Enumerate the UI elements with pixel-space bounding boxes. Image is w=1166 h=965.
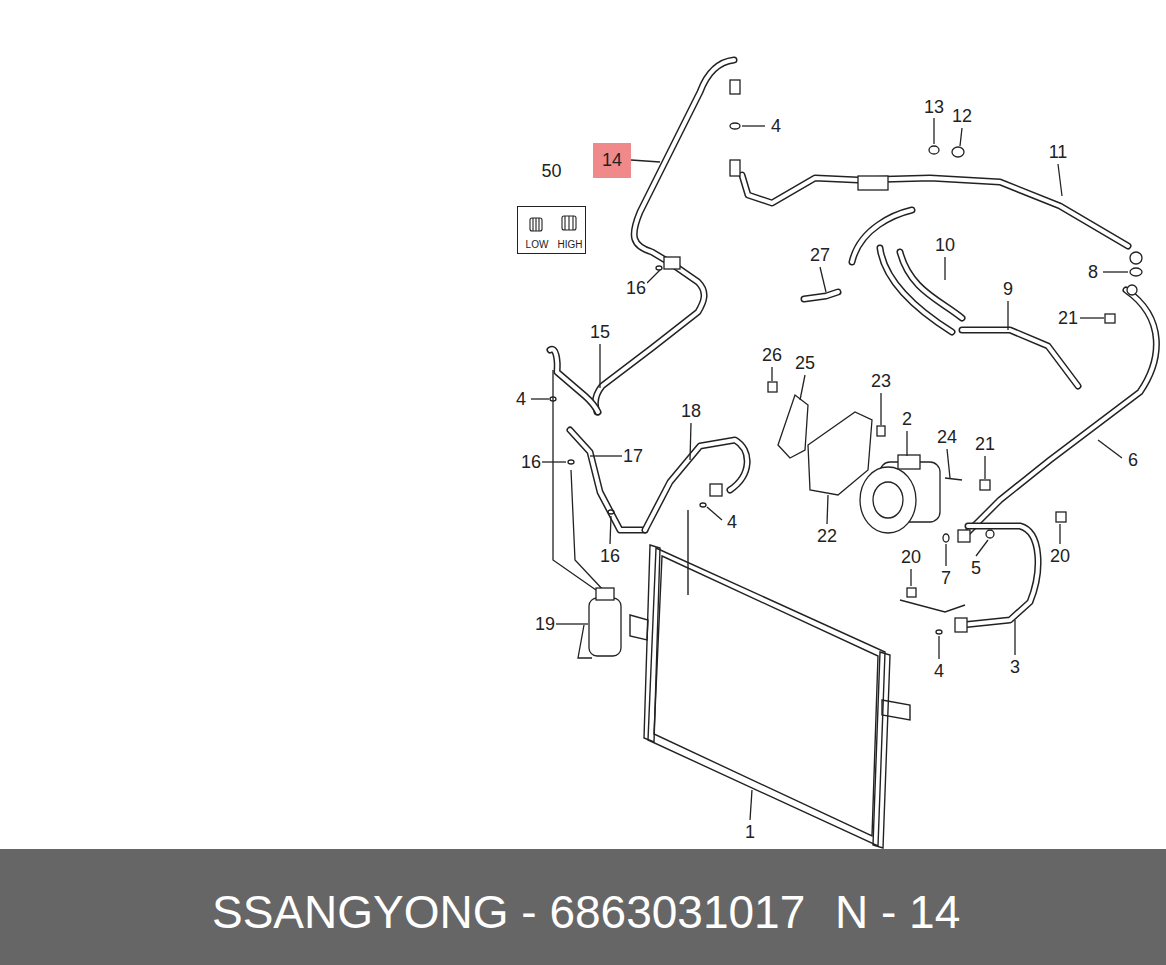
callout-number: 16 <box>520 452 542 472</box>
callout-number: 25 <box>794 353 816 373</box>
callout-number: 2 <box>901 409 913 429</box>
callout-number: 4 <box>770 116 782 136</box>
callout-number: 21 <box>974 434 996 454</box>
callout-number: 8 <box>1087 262 1099 282</box>
callout-number: 24 <box>936 427 958 447</box>
callout-number: 13 <box>923 97 945 117</box>
callout-number: 7 <box>940 568 952 588</box>
callout-number: 20 <box>900 547 922 567</box>
switch-label: LOW <box>526 239 549 250</box>
callout-number: 1 <box>744 822 756 842</box>
callout-number: 16 <box>625 278 647 298</box>
callout-number: 50 <box>541 161 561 182</box>
callout-number: 27 <box>809 245 831 265</box>
callout-number: 4 <box>515 389 527 409</box>
callout-number: 16 <box>599 546 621 566</box>
title-band: SSANGYONG - 6863031017 N - 14 <box>0 849 1166 965</box>
callout-number: 26 <box>761 345 783 365</box>
callout-number: 21 <box>1057 308 1079 328</box>
position-number: N - 14 <box>835 885 960 939</box>
callout-number: 4 <box>933 661 945 681</box>
callout-number: 6 <box>1127 450 1139 470</box>
callout-number: 22 <box>816 526 838 546</box>
callout-number: 14 <box>602 150 622 171</box>
callout-number: 11 <box>1048 142 1069 162</box>
callout-number: 17 <box>622 446 644 466</box>
callout-number: 19 <box>534 614 556 634</box>
callout-number: 4 <box>726 512 738 532</box>
callout-number: 5 <box>970 558 982 578</box>
callout-number: 18 <box>680 401 702 421</box>
callout-number: 9 <box>1002 279 1014 299</box>
part-number: SSANGYONG - 6863031017 <box>212 885 805 939</box>
callout-number: 3 <box>1009 657 1021 677</box>
highlight-box: 14 <box>593 143 631 178</box>
callout-number: 23 <box>870 371 892 391</box>
switch-kit-box: 50LOWHIGH <box>517 206 586 254</box>
callout-number: 20 <box>1049 546 1071 566</box>
switch-label: HIGH <box>558 239 583 250</box>
callout-number: 12 <box>951 106 973 126</box>
callout-number: 15 <box>589 322 611 342</box>
callout-number: 10 <box>934 235 956 255</box>
